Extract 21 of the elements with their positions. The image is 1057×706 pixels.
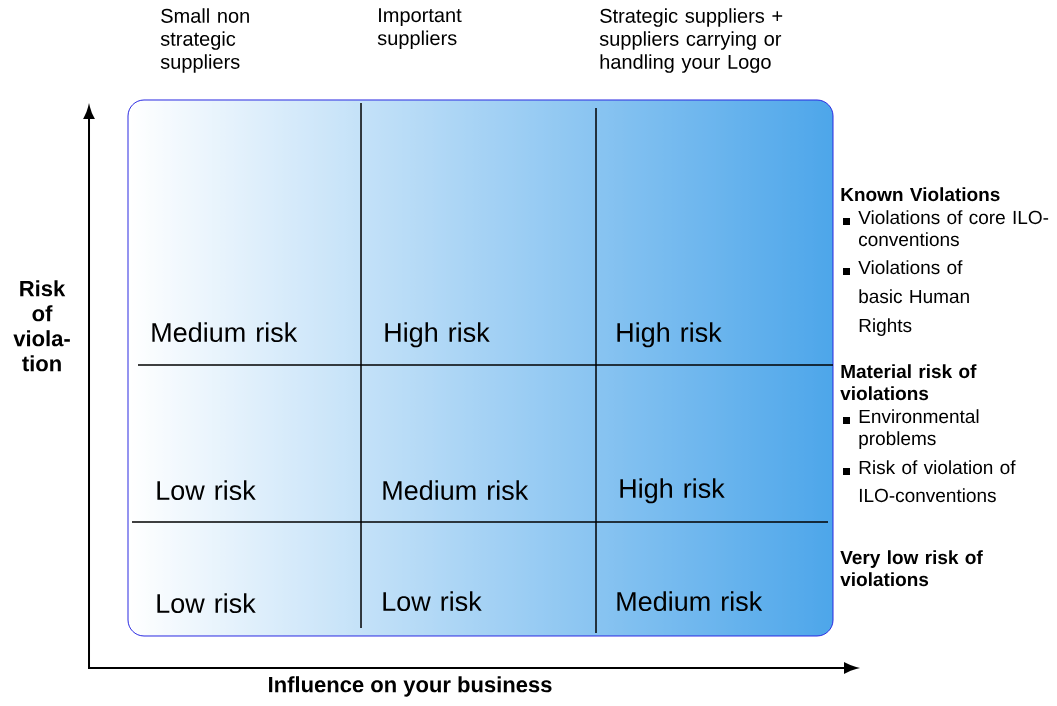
risk-level-text: High risk <box>385 322 490 348</box>
row-heading: Known Violations <box>841 187 1000 202</box>
axis-title: Risk of viola-tion <box>13 280 70 372</box>
bullet-item: Risk of violation of ILO-conventions <box>843 460 1016 503</box>
risk-level-text: Low risk <box>383 591 482 611</box>
risk-level-text: Medium risk <box>152 322 298 343</box>
risk-level-text: High risk <box>617 322 722 348</box>
bullet-item: Environmental problems <box>843 409 979 449</box>
risk-level-text: Medium risk <box>383 480 529 501</box>
column-heading: Small non strategic suppliers <box>160 8 249 73</box>
column-heading: Important suppliers <box>377 8 462 50</box>
row-heading: Material risk of violations <box>840 364 977 401</box>
bullet-item: Violations of basic Human Rights <box>843 260 969 336</box>
axis-title: Influence on your business <box>269 676 552 697</box>
risk-level-text: High risk <box>620 478 725 504</box>
risk-level-text: Low risk <box>157 480 256 501</box>
row-heading: Very low risk of violations <box>840 550 983 587</box>
bullet-item: Violations of core ILO-conventions <box>843 210 1049 247</box>
risk-level-text: Low risk <box>157 593 256 614</box>
risk-level-text: Medium risk <box>617 591 763 611</box>
column-heading: Strategic suppliers + suppliers carrying or handling your Logo <box>599 8 783 73</box>
